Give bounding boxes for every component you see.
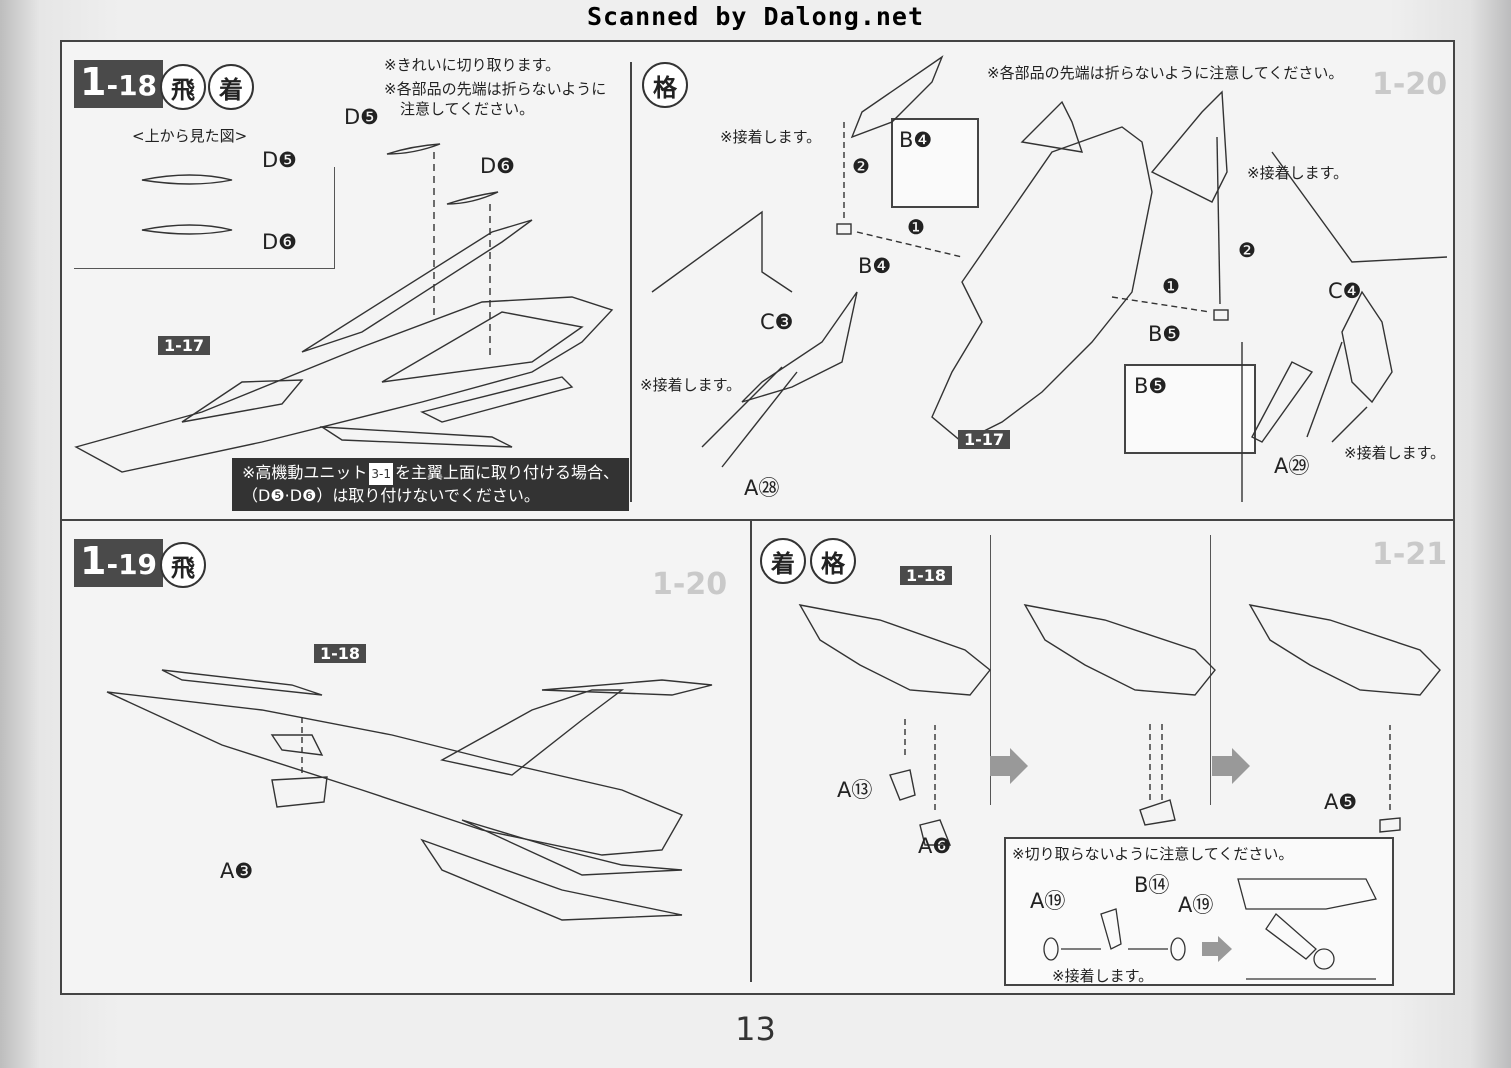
note-tip: ※各部品の先端は折らないように — [384, 80, 607, 98]
step-minor: -19 — [106, 548, 158, 581]
instruction-frame: 1-20 1-21 1-20 1 -18 飛 着 ※きれいに切り取ります。 ※各… — [60, 40, 1455, 995]
ref-step-1-18: 1-18 — [900, 566, 953, 585]
step-minor: -18 — [106, 69, 158, 102]
glue-note: ※接着します。 — [1344, 444, 1446, 462]
detail-inset-b5: B❺ — [1124, 364, 1256, 454]
part-label: A❻ — [918, 834, 952, 858]
note-tip-2: 注意してください。 — [400, 100, 535, 118]
part-label: B❹ — [899, 128, 933, 152]
part-label: C❸ — [760, 310, 794, 334]
part-label: B❹ — [858, 254, 892, 278]
ghost-mark: 1-21 — [1372, 537, 1448, 572]
top-view-label: <上から見た図> — [132, 127, 248, 145]
note-cut-clean: ※きれいに切り取ります。 — [384, 56, 561, 74]
step-number-1-19: 1 -19 — [74, 539, 164, 587]
topview-right-line — [334, 167, 335, 269]
robot-illustration — [651, 55, 1448, 502]
inset-diagram — [1043, 878, 1377, 980]
step-major: 1 — [80, 60, 107, 104]
landing-gear-illustration — [798, 604, 1441, 846]
page-number: 13 — [735, 1010, 776, 1048]
mode-land-icon: 着 — [208, 64, 254, 110]
part-label: D❻ — [262, 230, 297, 254]
warning-step-chip: 3-1 — [369, 463, 394, 485]
part-label: A❸ — [220, 859, 254, 883]
part-label: B⑭ — [1134, 873, 1170, 897]
detail-inset-b4: B❹ — [891, 118, 979, 208]
note-tip: ※各部品の先端は折らないように注意してください。 — [987, 64, 1344, 82]
topview-bottom-line — [74, 268, 334, 269]
warning-text: ※高機動ユニット — [242, 463, 368, 482]
part-label: A⑲ — [1178, 893, 1214, 917]
col-divider-top — [630, 62, 632, 502]
ref-step-1-18: 1-18 — [314, 644, 367, 663]
glue-note: ※接着します。 — [1247, 164, 1349, 182]
mode-fight-icon: 格 — [810, 538, 856, 584]
col-divider-bottom — [750, 520, 752, 982]
glue-note: ※接着します。 — [720, 128, 822, 146]
glue-note: ※接着します。 — [640, 376, 742, 394]
part-label: B❺ — [1134, 374, 1168, 398]
part-label: A❺ — [1324, 790, 1358, 814]
order-mark: ❷ — [852, 154, 870, 178]
part-label: A㉘ — [744, 476, 780, 500]
mode-fly-icon: 飛 — [160, 542, 206, 588]
part-label: D❺ — [344, 105, 379, 129]
mode-fly-icon: 飛 — [160, 64, 206, 110]
order-mark: ❷ — [1238, 238, 1256, 262]
step-number-1-18: 1 -18 — [74, 60, 164, 108]
part-label: B❺ — [1148, 322, 1182, 346]
step-major: 1 — [80, 539, 107, 583]
aircraft-illustration-1-18 — [74, 143, 614, 473]
mode-land-icon: 着 — [760, 538, 806, 584]
warning-text: （D❺·D❻）は取り付けないでください。 — [242, 486, 540, 505]
order-mark: ❶ — [907, 215, 925, 239]
aircraft-illustration-1-19 — [106, 669, 713, 921]
ref-step-1-17: 1-17 — [158, 336, 211, 355]
order-mark: ❶ — [1162, 274, 1180, 298]
panel-divider — [1210, 535, 1211, 805]
inset-glue-note: ※接着します。 — [1052, 967, 1154, 985]
inset-note: ※切り取らないように注意してください。 — [1012, 845, 1294, 863]
part-label: A⑲ — [1030, 889, 1066, 913]
row-divider — [62, 519, 1453, 521]
scan-credit: Scanned by Dalong.net — [586, 2, 925, 31]
ghost-mark: 1-20 — [652, 567, 728, 602]
part-label: A㉙ — [1274, 454, 1310, 478]
part-label: C❹ — [1328, 279, 1362, 303]
part-label: D❻ — [480, 154, 515, 178]
warning-text: を主翼上面に取り付ける場合、 — [395, 463, 620, 482]
part-label: A⑬ — [837, 778, 873, 802]
mode-fight-icon: 格 — [642, 62, 688, 108]
detail-inset-gear: ※切り取らないように注意してください。 A⑲ B⑭ A⑲ ※接着します。 — [1004, 837, 1394, 986]
ghost-mark: 1-20 — [1372, 67, 1448, 102]
ref-step-1-17: 1-17 — [958, 430, 1011, 449]
part-label: D❺ — [262, 148, 297, 172]
